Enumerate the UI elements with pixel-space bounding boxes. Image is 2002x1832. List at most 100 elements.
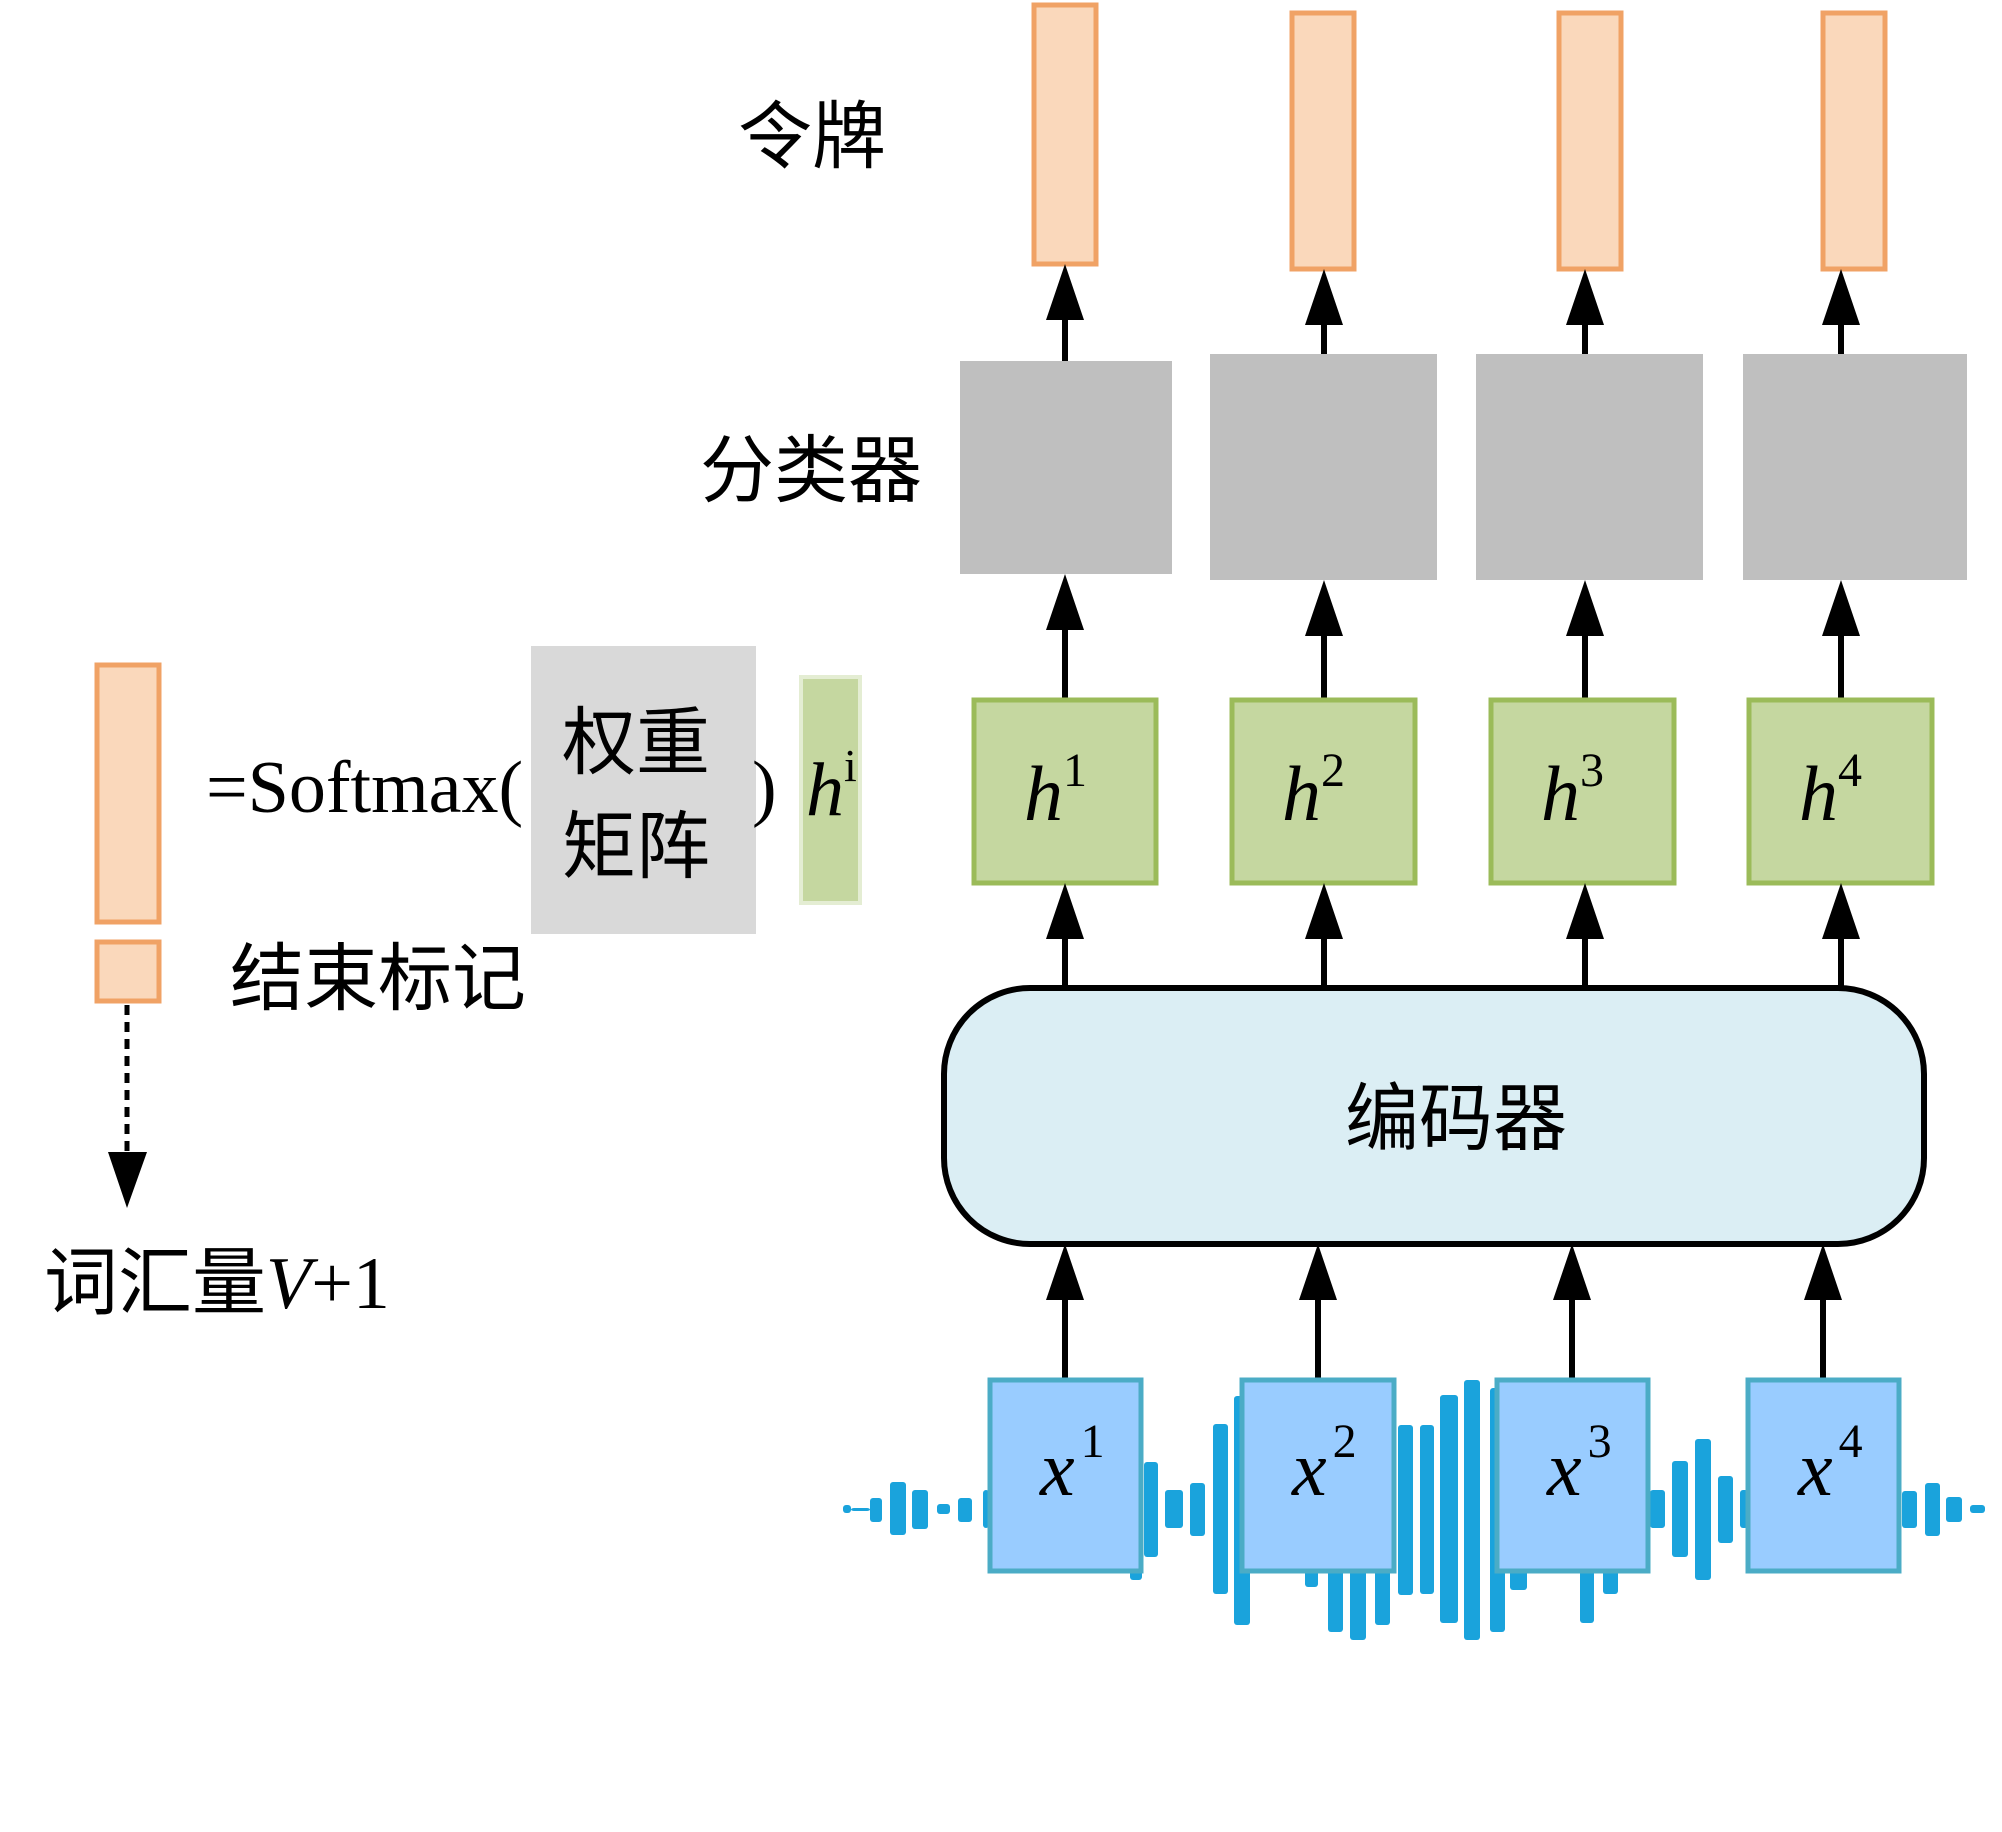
hidden-to-classifier-arrow-head — [1822, 580, 1860, 636]
waveform-bar — [958, 1498, 972, 1522]
input-frame-base: x — [1797, 1425, 1833, 1512]
token-output-bar — [1556, 10, 1624, 272]
hidden-state-sup: 4 — [1838, 744, 1862, 797]
classifier-to-token-arrow-head — [1822, 269, 1860, 325]
waveform-bar — [1580, 1560, 1594, 1623]
waveform-bar — [937, 1504, 950, 1514]
hidden-state-box — [1229, 697, 1418, 886]
encoder-to-hidden-arrow-head — [1566, 883, 1604, 939]
hidden-state-sup: 3 — [1580, 744, 1604, 797]
encoder-to-hidden-arrow-head — [1046, 883, 1084, 939]
waveform-bar — [1328, 1560, 1343, 1632]
waveform-bar — [1440, 1395, 1458, 1623]
input-frame-base: x — [1291, 1425, 1327, 1512]
classifier-box — [960, 361, 1172, 574]
dotted-arrow-head — [108, 1152, 147, 1208]
weight-matrix-box — [531, 646, 756, 934]
waveform-bar — [851, 1508, 870, 1511]
hidden-state-base: h — [1282, 750, 1321, 837]
waveform-bar — [1902, 1491, 1917, 1528]
classifier-to-token-arrow-head — [1566, 269, 1604, 325]
token-output-bar — [1289, 10, 1357, 272]
hidden-state-label: h4 — [1799, 744, 1862, 837]
input-frame-base: x — [1546, 1425, 1582, 1512]
hidden-state-label: h1 — [1024, 744, 1087, 837]
waveform-bar — [1946, 1497, 1962, 1522]
output-distribution-legend: 结束标记 词汇量V+1 =Softmax( 权重 矩阵 ) hi — [44, 646, 862, 1326]
input-to-encoder-arrow-head — [1804, 1244, 1842, 1300]
waveform-bar — [870, 1498, 882, 1522]
encoder-label: 编码器 — [1345, 1076, 1567, 1162]
softmax-close-paren: ) — [752, 747, 777, 829]
input-to-encoder-arrow-head — [1553, 1244, 1591, 1300]
classifier-to-token-arrow-head — [1305, 269, 1343, 325]
encoder-to-hidden-arrow-head — [1822, 883, 1860, 939]
input-frame-sup: 3 — [1588, 1415, 1612, 1468]
classifier-box — [1476, 354, 1703, 580]
waveform-bar — [1213, 1424, 1228, 1594]
encoder-box — [941, 985, 1927, 1247]
input-frame-sup: 1 — [1081, 1415, 1105, 1468]
waveform-bar — [1165, 1490, 1183, 1528]
vocab-size-var: V — [266, 1243, 319, 1325]
hidden-state-box — [1488, 697, 1677, 886]
hidden-state-box — [1746, 697, 1935, 886]
end-marker-label: 结束标记 — [230, 936, 526, 1022]
vocab-size-suffix: +1 — [311, 1243, 390, 1325]
vocab-size-label: 词汇量V+1 — [44, 1240, 390, 1326]
waveform-bar — [1925, 1483, 1940, 1536]
weight-matrix-line2: 矩阵 — [562, 804, 710, 890]
weight-matrix-line1: 权重 — [562, 700, 710, 786]
hidden-to-classifier-arrow-head — [1305, 580, 1343, 636]
hidden-to-classifier-arrow-head — [1046, 574, 1084, 630]
waveform-bar — [1718, 1476, 1733, 1543]
classifier-box — [1743, 354, 1967, 580]
hidden-state-base: h — [1541, 750, 1580, 837]
input-frame-base: x — [1039, 1425, 1075, 1512]
waveform-bar — [1695, 1439, 1711, 1580]
waveform-bar — [1970, 1505, 1985, 1513]
waveform-bar — [1650, 1490, 1665, 1528]
input-frame-sup: 4 — [1839, 1415, 1863, 1468]
hidden-state-base: h — [1024, 750, 1063, 837]
token-output-bar — [1031, 2, 1099, 267]
vocab-distribution-bar — [94, 662, 162, 925]
waveform-bar — [1350, 1560, 1366, 1640]
waveform-bar — [1464, 1380, 1480, 1640]
vocab-size-prefix: 词汇量 — [44, 1240, 266, 1326]
hidden-generic-label: hi — [806, 740, 857, 832]
input-frame-box — [1239, 1377, 1397, 1574]
waveform-bar — [1190, 1483, 1205, 1536]
input-frame-box — [987, 1377, 1144, 1574]
hidden-state-box — [971, 697, 1159, 886]
input-frame-box — [1494, 1377, 1651, 1574]
hidden-state-label: h3 — [1541, 744, 1604, 837]
waveform-bar — [1144, 1462, 1158, 1557]
input-to-encoder-arrow-head — [1299, 1244, 1337, 1300]
waveform-bar — [890, 1482, 906, 1535]
waveform-bar — [1398, 1425, 1413, 1595]
encoder-block: 编码器 — [941, 985, 1927, 1247]
hidden-state-sup: 2 — [1321, 744, 1345, 797]
softmax-label: =Softmax( — [206, 747, 523, 829]
hidden-state-base: h — [1799, 750, 1838, 837]
input-frame-box — [1745, 1377, 1902, 1574]
token-output-bar — [1820, 10, 1888, 272]
end-marker-box — [94, 939, 162, 1004]
hidden-to-classifier-arrow-head — [1566, 580, 1604, 636]
hidden-state-label: h2 — [1282, 744, 1345, 837]
waveform-bar — [912, 1490, 928, 1529]
tokens-row-label: 令牌 — [738, 94, 886, 180]
classifier-row-label: 分类器 — [700, 428, 922, 514]
waveform-bar — [1672, 1461, 1688, 1557]
classifier-box — [1210, 354, 1437, 580]
